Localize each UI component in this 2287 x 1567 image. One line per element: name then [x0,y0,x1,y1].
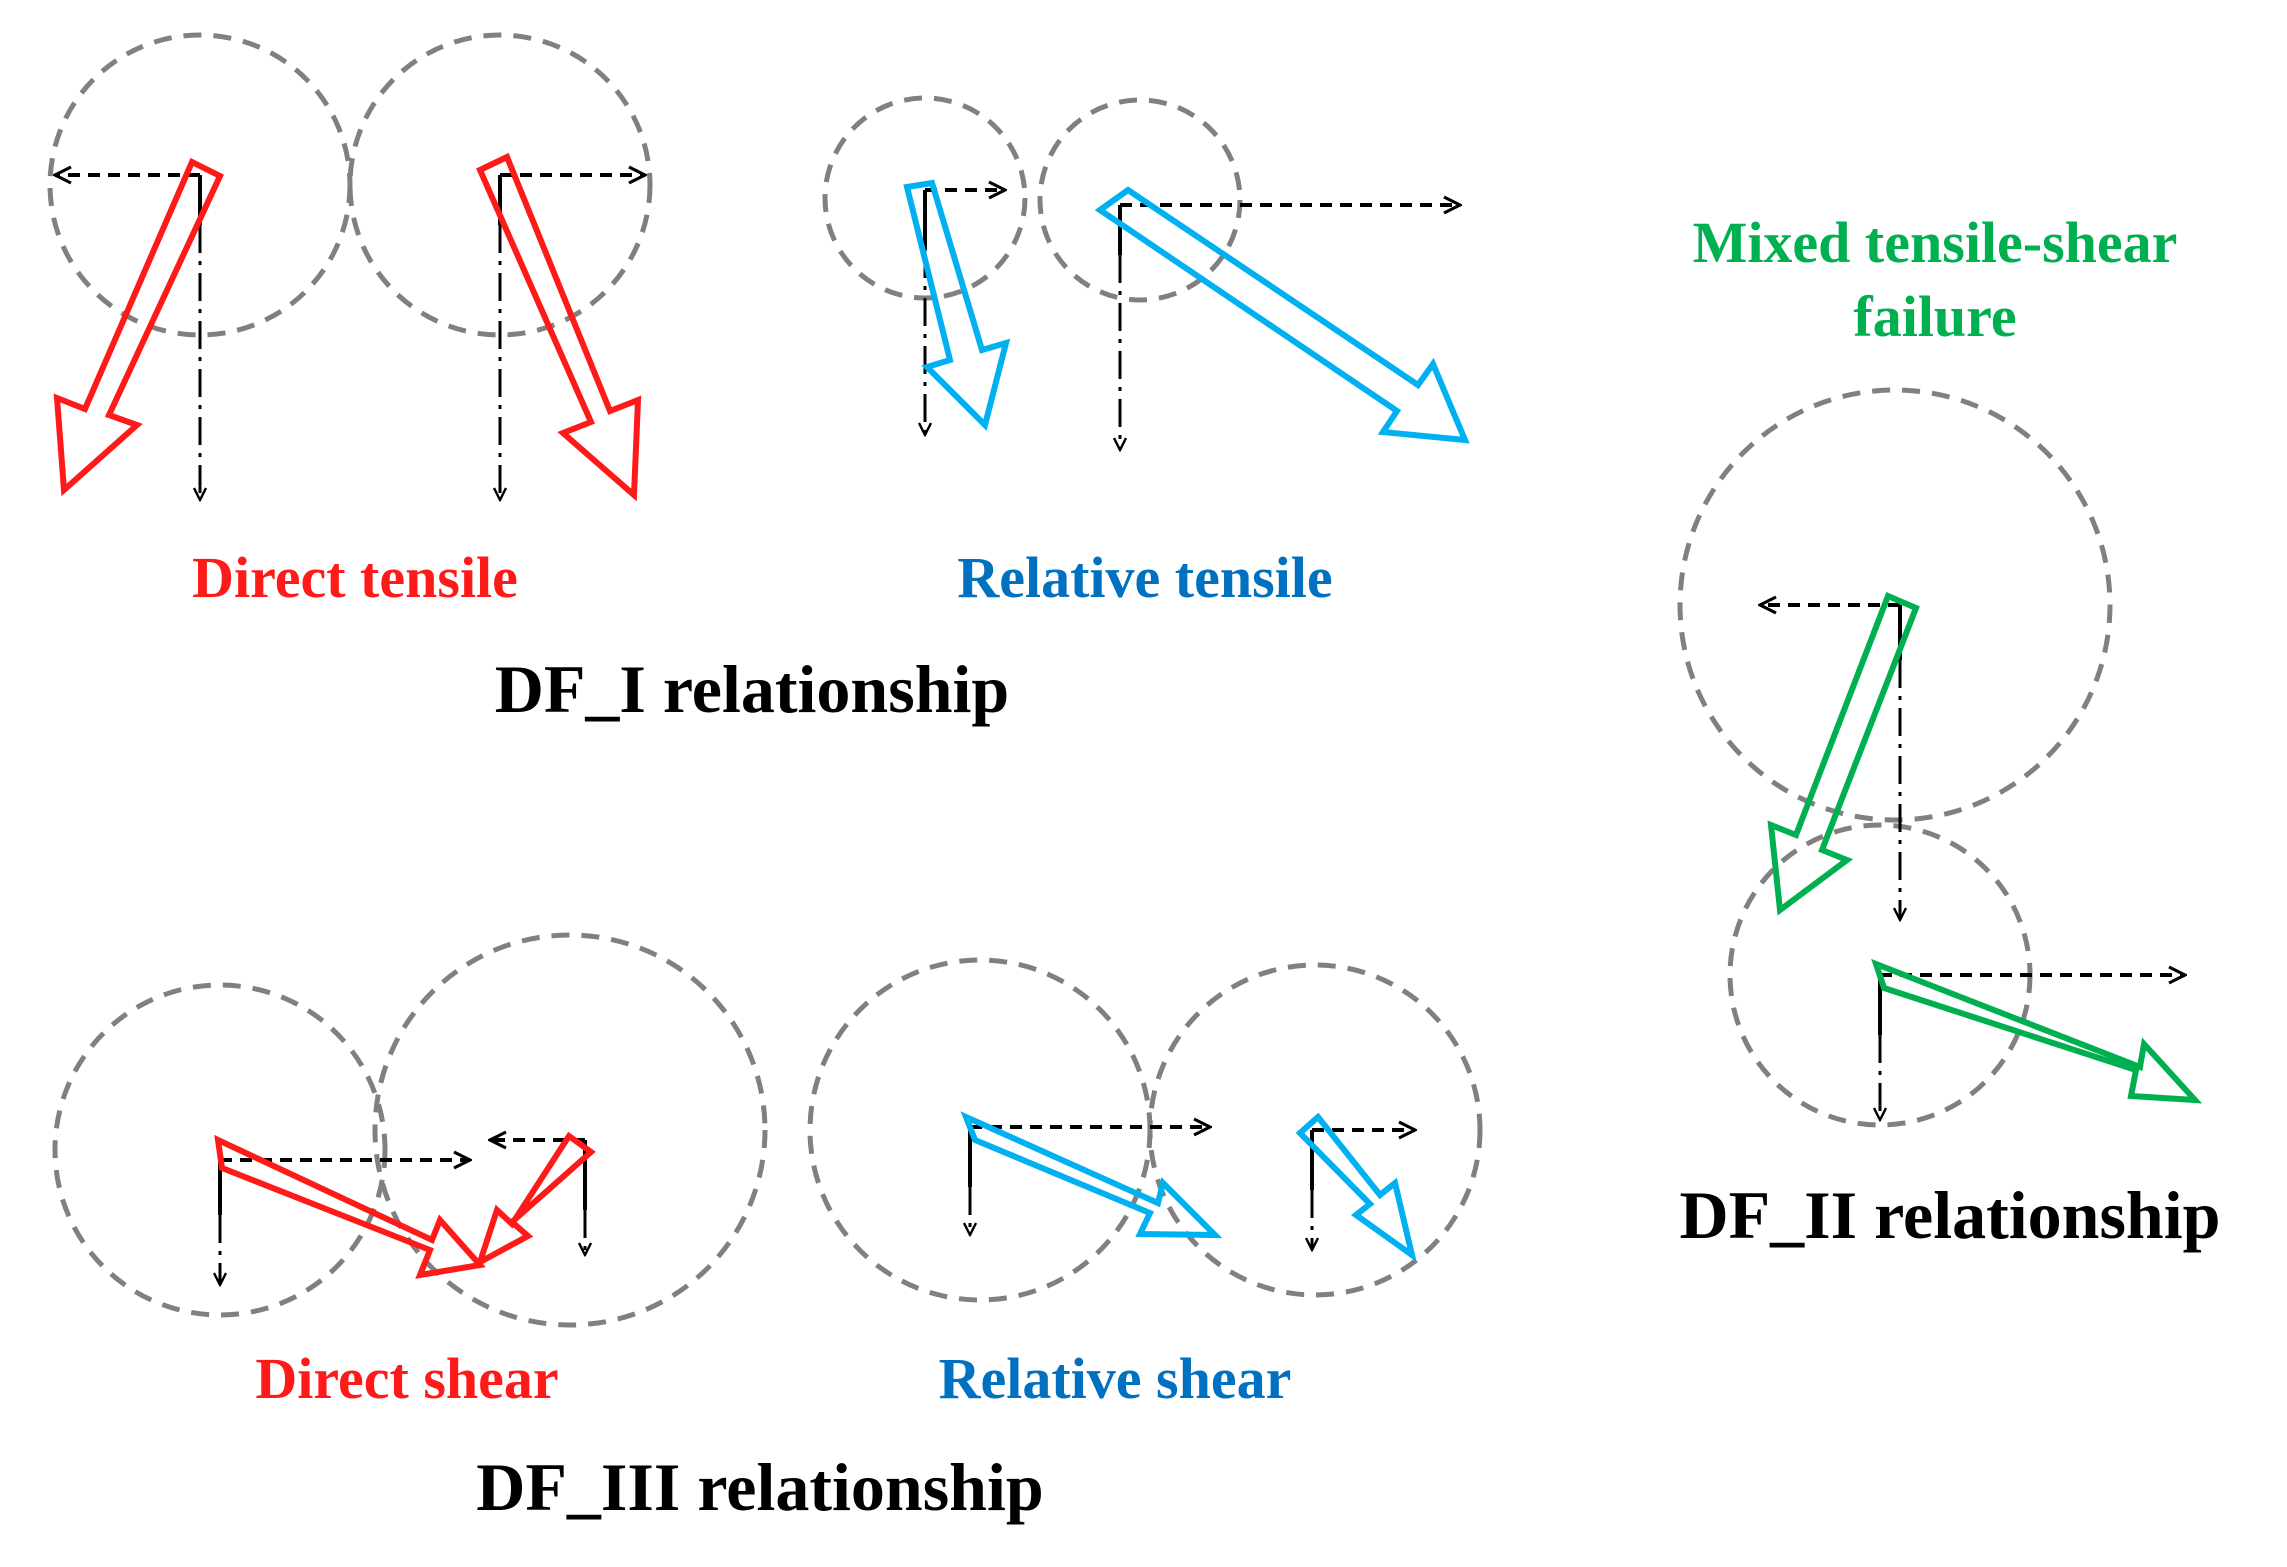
label-mixed-tensile-shear: Mixed tensile-shear [1693,210,2178,275]
green-shear-arrow [1871,958,2203,1104]
red-tensile-arrow-left [53,157,224,497]
label-relative-shear: Relative shear [939,1346,1292,1411]
blue-shear-arrow-right [1295,1112,1417,1263]
circle-direct-shear-large [372,932,768,1328]
circle-direct-tensile-right [347,32,653,338]
red-shear-arrow-left [214,1134,486,1279]
blue-tensile-arrow-small [903,179,1011,431]
label-df1-relationship: DF_I relationship [495,651,1009,727]
direct-shear-group [52,932,768,1328]
circle-direct-shear-small [52,982,388,1318]
green-tensile-arrow [1767,592,1920,916]
circle-relative-shear-left [807,957,1153,1303]
mixed-tensile-shear-group [1677,387,2203,1128]
relative-tensile-group [822,95,1470,450]
label-direct-tensile: Direct tensile [192,545,518,610]
blue-tensile-arrow-medium [1094,186,1470,444]
circle-mixed-large [1677,387,2113,823]
red-tensile-arrow-right [476,152,642,502]
circle-relative-shear-right [1147,962,1483,1298]
label-df3-relationship: DF_III relationship [476,1449,1043,1525]
red-shear-arrow-right [474,1131,596,1269]
blue-shear-arrow-left [960,1111,1223,1239]
circle-direct-tensile-left [47,32,353,338]
relative-shear-group [807,957,1483,1303]
label-direct-shear: Direct shear [255,1346,558,1411]
label-df2-relationship: DF_II relationship [1680,1177,2221,1253]
direct-tensile-group [47,32,653,502]
label-relative-tensile: Relative tensile [957,545,1332,610]
label-mixed-failure: failure [1853,284,2016,349]
circle-relative-tensile-medium [1037,97,1243,303]
